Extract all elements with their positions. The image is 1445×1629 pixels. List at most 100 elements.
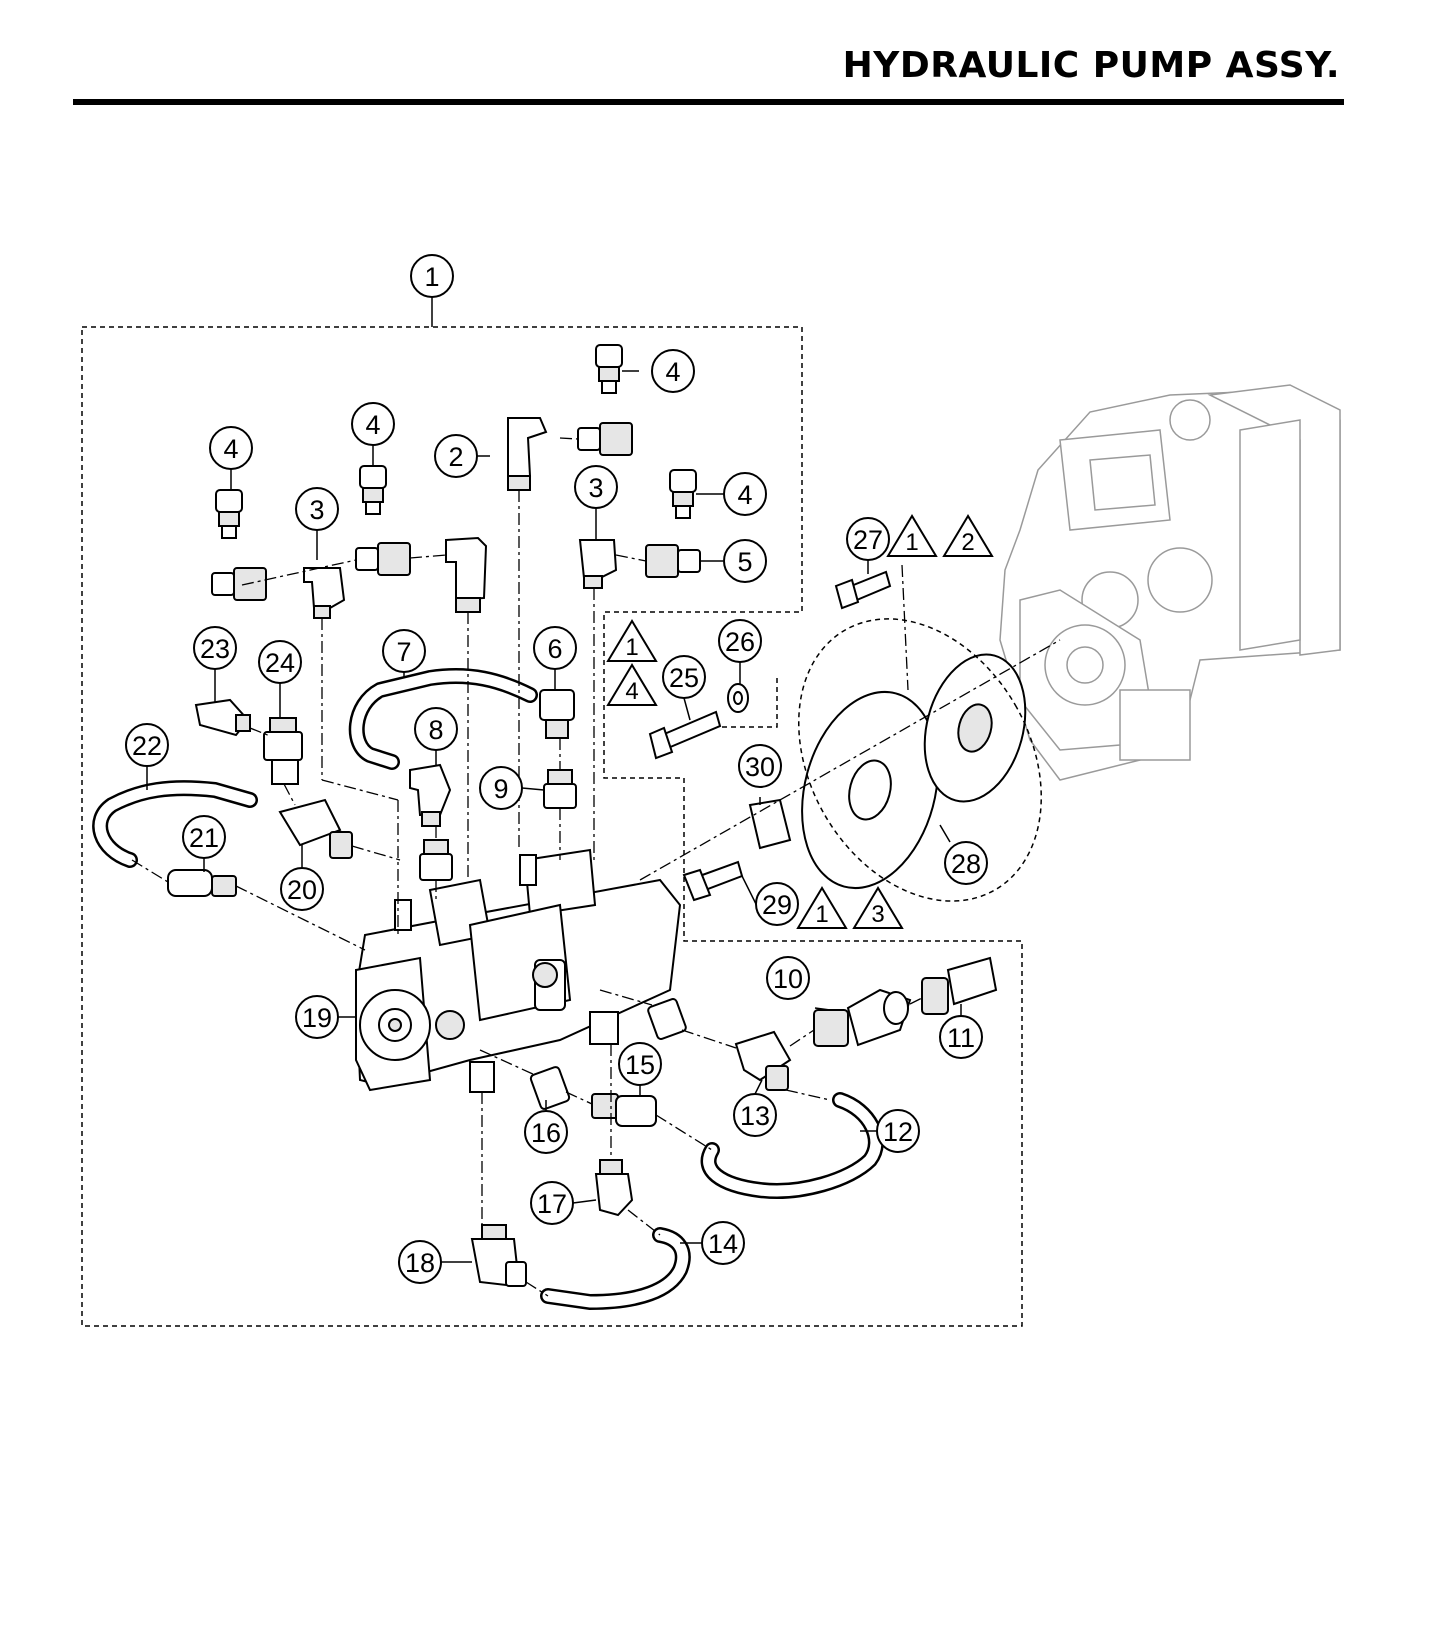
callout-3: 3 — [295, 487, 339, 531]
svg-text:29: 29 — [762, 890, 792, 920]
callout-4: 4 — [723, 472, 767, 516]
callout-7: 7 — [382, 629, 426, 673]
svg-text:3: 3 — [309, 495, 324, 525]
washer-26 — [727, 683, 749, 713]
swivel-elbow-10 — [813, 988, 912, 1047]
adapter-21 — [167, 869, 237, 897]
callout-16: 16 — [524, 1110, 568, 1154]
svg-text:4: 4 — [737, 480, 752, 510]
callout-21: 21 — [182, 815, 226, 859]
svg-text:28: 28 — [951, 849, 981, 879]
adapter-under-8 — [419, 839, 453, 881]
svg-text:18: 18 — [405, 1248, 435, 1278]
svg-text:3: 3 — [588, 473, 603, 503]
callout-4: 4 — [209, 426, 253, 470]
adapter-pair-mid — [355, 542, 411, 576]
elbow-8 — [409, 763, 452, 827]
bolt-27 — [834, 570, 892, 610]
note-triangle-27-b: 2 — [942, 514, 994, 557]
callout-30: 30 — [738, 744, 782, 788]
hose-14 — [540, 1227, 691, 1311]
pressure-sender-4a — [215, 489, 243, 539]
callout-4: 4 — [651, 349, 695, 393]
note-triangle-25-b: 4 — [606, 663, 658, 706]
callout-26: 26 — [718, 619, 762, 663]
callout-2: 2 — [434, 434, 478, 478]
note-triangle-29-b: 3 — [852, 886, 904, 929]
svg-text:4: 4 — [365, 410, 380, 440]
callout-15: 15 — [618, 1042, 662, 1086]
callout-6: 6 — [533, 626, 577, 670]
adapter-9 — [543, 769, 577, 809]
svg-text:6: 6 — [547, 634, 562, 664]
callout-8: 8 — [414, 707, 458, 751]
svg-text:14: 14 — [708, 1229, 738, 1259]
svg-text:4: 4 — [223, 434, 238, 464]
callout-25: 25 — [662, 655, 706, 699]
elbow-3-right — [578, 539, 618, 589]
adapter-15 — [591, 1093, 657, 1127]
callout-3: 3 — [574, 465, 618, 509]
tee-13 — [734, 1030, 792, 1091]
note-triangle-27-a: 1 — [886, 514, 938, 557]
svg-text:25: 25 — [669, 663, 699, 693]
svg-text:15: 15 — [625, 1050, 655, 1080]
note-triangle-25-a: 1 — [606, 619, 658, 662]
callout-22: 22 — [125, 723, 169, 767]
callout-17: 17 — [530, 1181, 574, 1225]
svg-text:9: 9 — [493, 774, 508, 804]
svg-text:22: 22 — [132, 731, 162, 761]
callout-13: 13 — [733, 1093, 777, 1137]
callout-9: 9 — [479, 766, 523, 810]
svg-text:21: 21 — [189, 823, 219, 853]
hydraulic-pump-19 — [354, 848, 682, 1093]
svg-text:30: 30 — [745, 752, 775, 782]
adapter-5 — [645, 544, 701, 578]
svg-text:17: 17 — [537, 1189, 567, 1219]
tee-18 — [470, 1224, 527, 1287]
svg-text:2: 2 — [961, 529, 974, 556]
hose-12 — [700, 1092, 884, 1199]
svg-text:23: 23 — [200, 634, 230, 664]
pressure-sender-4d — [669, 469, 697, 519]
svg-text:1: 1 — [625, 634, 638, 661]
bolt-group-outline — [722, 678, 778, 728]
callout-23: 23 — [193, 626, 237, 670]
callout-5: 5 — [723, 539, 767, 583]
svg-text:1: 1 — [424, 262, 439, 292]
svg-text:4: 4 — [625, 678, 638, 705]
page-title: HYDRAULIC PUMP ASSY. — [842, 45, 1340, 86]
assembly-centerlines — [131, 437, 1061, 1297]
assembly-group-outline — [81, 326, 1023, 1327]
note-triangle-29-a: 1 — [796, 886, 848, 929]
callout-11: 11 — [939, 1015, 983, 1059]
svg-text:7: 7 — [396, 637, 411, 667]
svg-text:16: 16 — [531, 1118, 561, 1148]
elbow-3-left — [303, 567, 346, 619]
svg-text:24: 24 — [265, 648, 295, 678]
svg-text:4: 4 — [665, 357, 680, 387]
svg-text:5: 5 — [737, 547, 752, 577]
callout-12: 12 — [876, 1109, 920, 1153]
svg-text:12: 12 — [883, 1117, 913, 1147]
svg-text:11: 11 — [947, 1023, 975, 1053]
callout-10: 10 — [766, 956, 810, 1000]
svg-text:13: 13 — [740, 1101, 770, 1131]
callout-4: 4 — [351, 402, 395, 446]
svg-text:1: 1 — [905, 529, 918, 556]
callout-18: 18 — [398, 1240, 442, 1284]
svg-text:1: 1 — [815, 901, 828, 928]
svg-text:20: 20 — [287, 875, 317, 905]
svg-text:2: 2 — [448, 442, 463, 472]
svg-text:10: 10 — [773, 964, 803, 994]
hose-7 — [348, 668, 538, 770]
adapter-24 — [263, 717, 303, 785]
callout-19: 19 — [295, 995, 339, 1039]
coupling-insert-30 — [748, 798, 792, 850]
svg-text:26: 26 — [725, 627, 755, 657]
callout-14: 14 — [701, 1221, 745, 1265]
hose-22 — [92, 780, 258, 868]
callout-27: 27 — [846, 517, 890, 561]
callout-20: 20 — [280, 867, 324, 911]
